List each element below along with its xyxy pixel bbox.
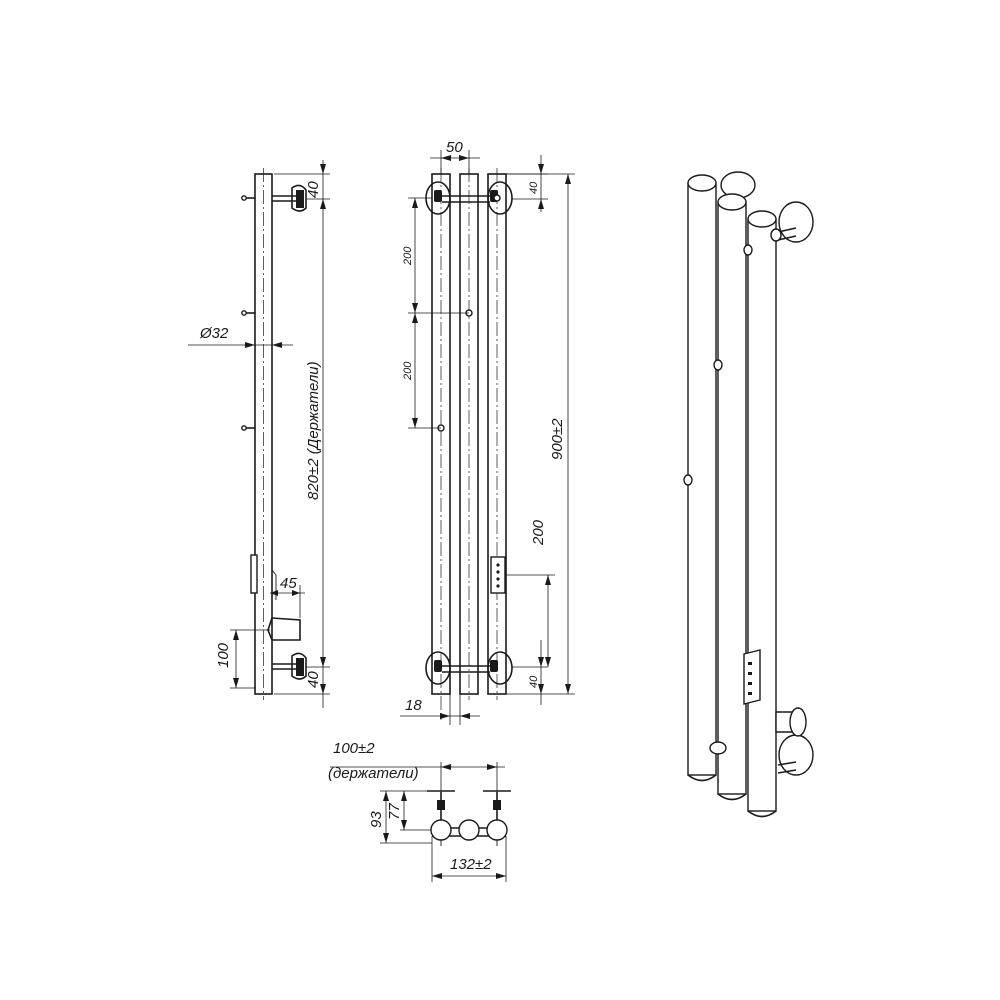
label-side-height: 820±2 (Держатели) <box>305 361 322 500</box>
label-front-200-c: 200 <box>530 519 547 546</box>
side-control-box <box>250 554 258 594</box>
dim-side-height: 820±2 (Держатели) <box>305 199 326 667</box>
dim-side-top-40: 40 <box>274 160 330 209</box>
label-side-45: 45 <box>280 575 297 592</box>
front-holders-bottom <box>425 651 513 685</box>
side-view: Ø32 40 820±2 (Держатели) 40 <box>188 160 330 708</box>
dim-side-100: 100 <box>215 629 270 689</box>
isometric-view <box>683 171 814 818</box>
top-view: 100±2 (держатели) 93 77 132±2 <box>328 740 511 882</box>
dim-front-top-40: 40 <box>506 155 548 212</box>
label-diameter: Ø32 <box>199 325 229 342</box>
dim-front-bottom-40: 40 <box>506 640 575 705</box>
side-holder-bottom <box>272 652 307 680</box>
iso-tube-middle <box>717 193 747 801</box>
front-control-box <box>490 556 506 594</box>
dim-front-200-c: 200 <box>505 519 555 667</box>
iso-pegs <box>683 228 782 486</box>
dim-front-18: 18 <box>400 694 480 725</box>
iso-control-box <box>743 649 761 705</box>
dim-top-132: 132±2 <box>431 836 507 882</box>
dim-top-100: 100±2 (держатели) <box>328 740 505 792</box>
label-front-bottom-40: 40 <box>528 675 540 688</box>
iso-tube-right <box>747 210 777 818</box>
label-front-50: 50 <box>446 139 463 156</box>
label-side-100: 100 <box>215 642 232 668</box>
iso-holder-top-right <box>778 201 814 243</box>
dim-diameter: Ø32 <box>188 325 293 348</box>
top-tube-middle <box>458 819 480 841</box>
iso-tube-left <box>687 174 717 782</box>
iso-holder-bottom-back <box>709 707 807 755</box>
dim-front-height: 900±2 <box>506 173 575 694</box>
label-top-93: 93 <box>368 811 385 828</box>
front-view: 50 40 40 900±2 <box>400 139 575 725</box>
label-top-77: 77 <box>386 803 403 820</box>
label-front-18: 18 <box>405 697 422 714</box>
label-front-200-a: 200 <box>402 246 414 266</box>
top-tube-right <box>486 819 508 841</box>
label-front-top-40: 40 <box>528 181 540 194</box>
side-cable-outlet <box>267 617 301 641</box>
dim-side-45: 45 <box>270 575 305 618</box>
top-tube-left <box>430 819 452 841</box>
label-side-top-40: 40 <box>305 181 322 198</box>
label-top-132: 132±2 <box>450 856 492 873</box>
label-front-height: 900±2 <box>549 418 566 460</box>
label-front-200-b: 200 <box>402 361 414 381</box>
side-holder-top <box>272 184 307 212</box>
iso-holder-bottom-right <box>778 734 814 776</box>
dim-side-bottom-40: 40 <box>274 660 330 708</box>
label-top-100: 100±2 <box>333 740 375 757</box>
dim-front-50: 50 <box>430 139 480 174</box>
label-top-holders: (держатели) <box>328 765 419 782</box>
dim-top-93: 93 <box>368 790 432 844</box>
side-pegs <box>241 195 255 431</box>
dim-top-77: 77 <box>386 791 431 831</box>
dim-front-200-ab: 200 200 <box>402 197 469 429</box>
label-side-bottom-40: 40 <box>305 671 322 688</box>
